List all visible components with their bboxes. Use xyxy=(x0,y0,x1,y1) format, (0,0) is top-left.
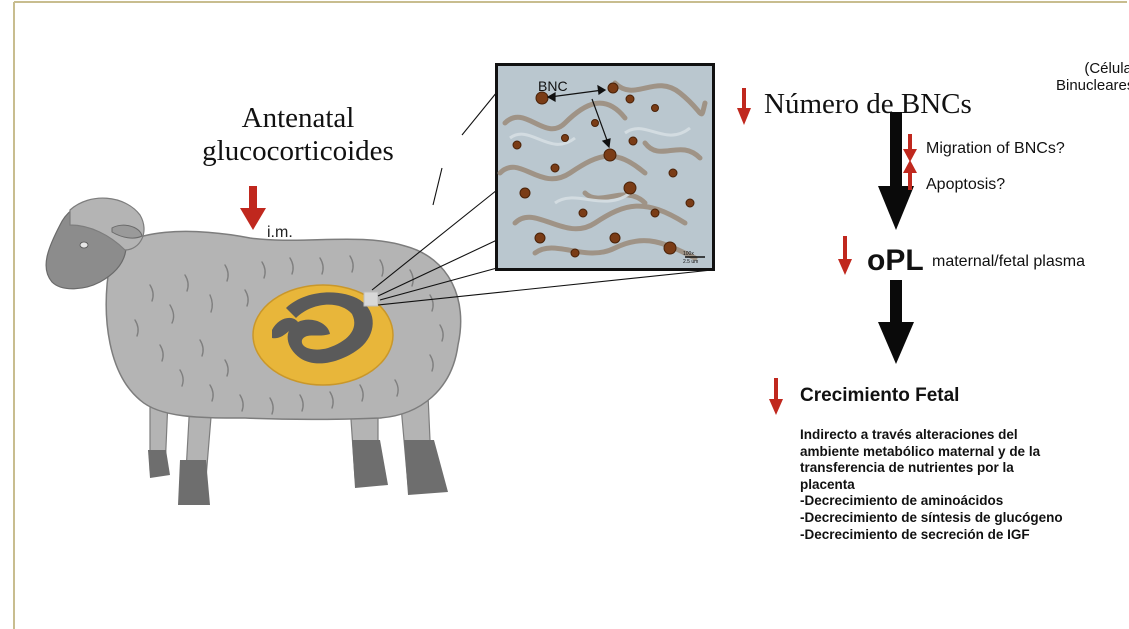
route-label: i.m. xyxy=(267,224,293,242)
growth-decrease-arrow-icon xyxy=(769,378,783,416)
micrograph-bnc-label: BNC xyxy=(538,78,568,94)
apoptosis-label: Apoptosis? xyxy=(926,176,1005,194)
explanation-line-2: ambiente metabólico maternal y de la xyxy=(800,444,1063,461)
opl-label: oPL xyxy=(867,244,924,278)
antenatal-title-line-1: Antenatal xyxy=(178,102,418,135)
apoptosis-up-arrow-icon xyxy=(903,160,917,190)
note-line-1: (Células xyxy=(1056,60,1129,77)
explanation-line-6: -Decrecimiento de síntesis de glucógeno xyxy=(800,510,1063,527)
micrograph-scale-bar-label: 2.5 um xyxy=(683,259,698,265)
injection-down-arrow-icon xyxy=(238,186,268,232)
explanation-line-3: transferencia de nutrientes por la xyxy=(800,460,1063,477)
sheep-eye xyxy=(80,242,88,248)
opl-context-label: maternal/fetal plasma xyxy=(932,253,1085,271)
fetal-growth-heading: Crecimiento Fetal xyxy=(800,385,959,407)
bnc-number-heading: Número de BNCs xyxy=(764,88,972,121)
binucleate-cells-note: (Células Binucleares) xyxy=(1056,60,1129,94)
antenatal-title: Antenatal glucocorticoides xyxy=(178,102,418,168)
explanation-line-5: -Decrecimiento de aminoácidos xyxy=(800,493,1063,510)
explanation-line-1: Indirecto a través alteraciones del xyxy=(800,427,1063,444)
mechanism-explanation: Indirecto a través alteraciones del ambi… xyxy=(800,427,1063,543)
flow-arrow-2-icon xyxy=(876,280,926,366)
micrograph xyxy=(495,63,715,271)
explanation-line-4: placenta xyxy=(800,477,1063,494)
antenatal-title-line-2: glucocorticoides xyxy=(178,135,418,168)
micrograph-magnification: 100x xyxy=(683,251,694,257)
migration-label: Migration of BNCs? xyxy=(926,140,1065,158)
bnc-decrease-arrow-icon xyxy=(736,88,752,126)
explanation-line-7: -Decrecimiento de secreción de IGF xyxy=(800,527,1063,544)
zoom-region xyxy=(364,292,378,306)
migration-down-arrow-icon xyxy=(903,134,917,162)
opl-decrease-arrow-icon xyxy=(838,236,852,276)
note-line-2: Binucleares) xyxy=(1056,77,1129,94)
flow-arrow-1-icon xyxy=(876,112,926,232)
